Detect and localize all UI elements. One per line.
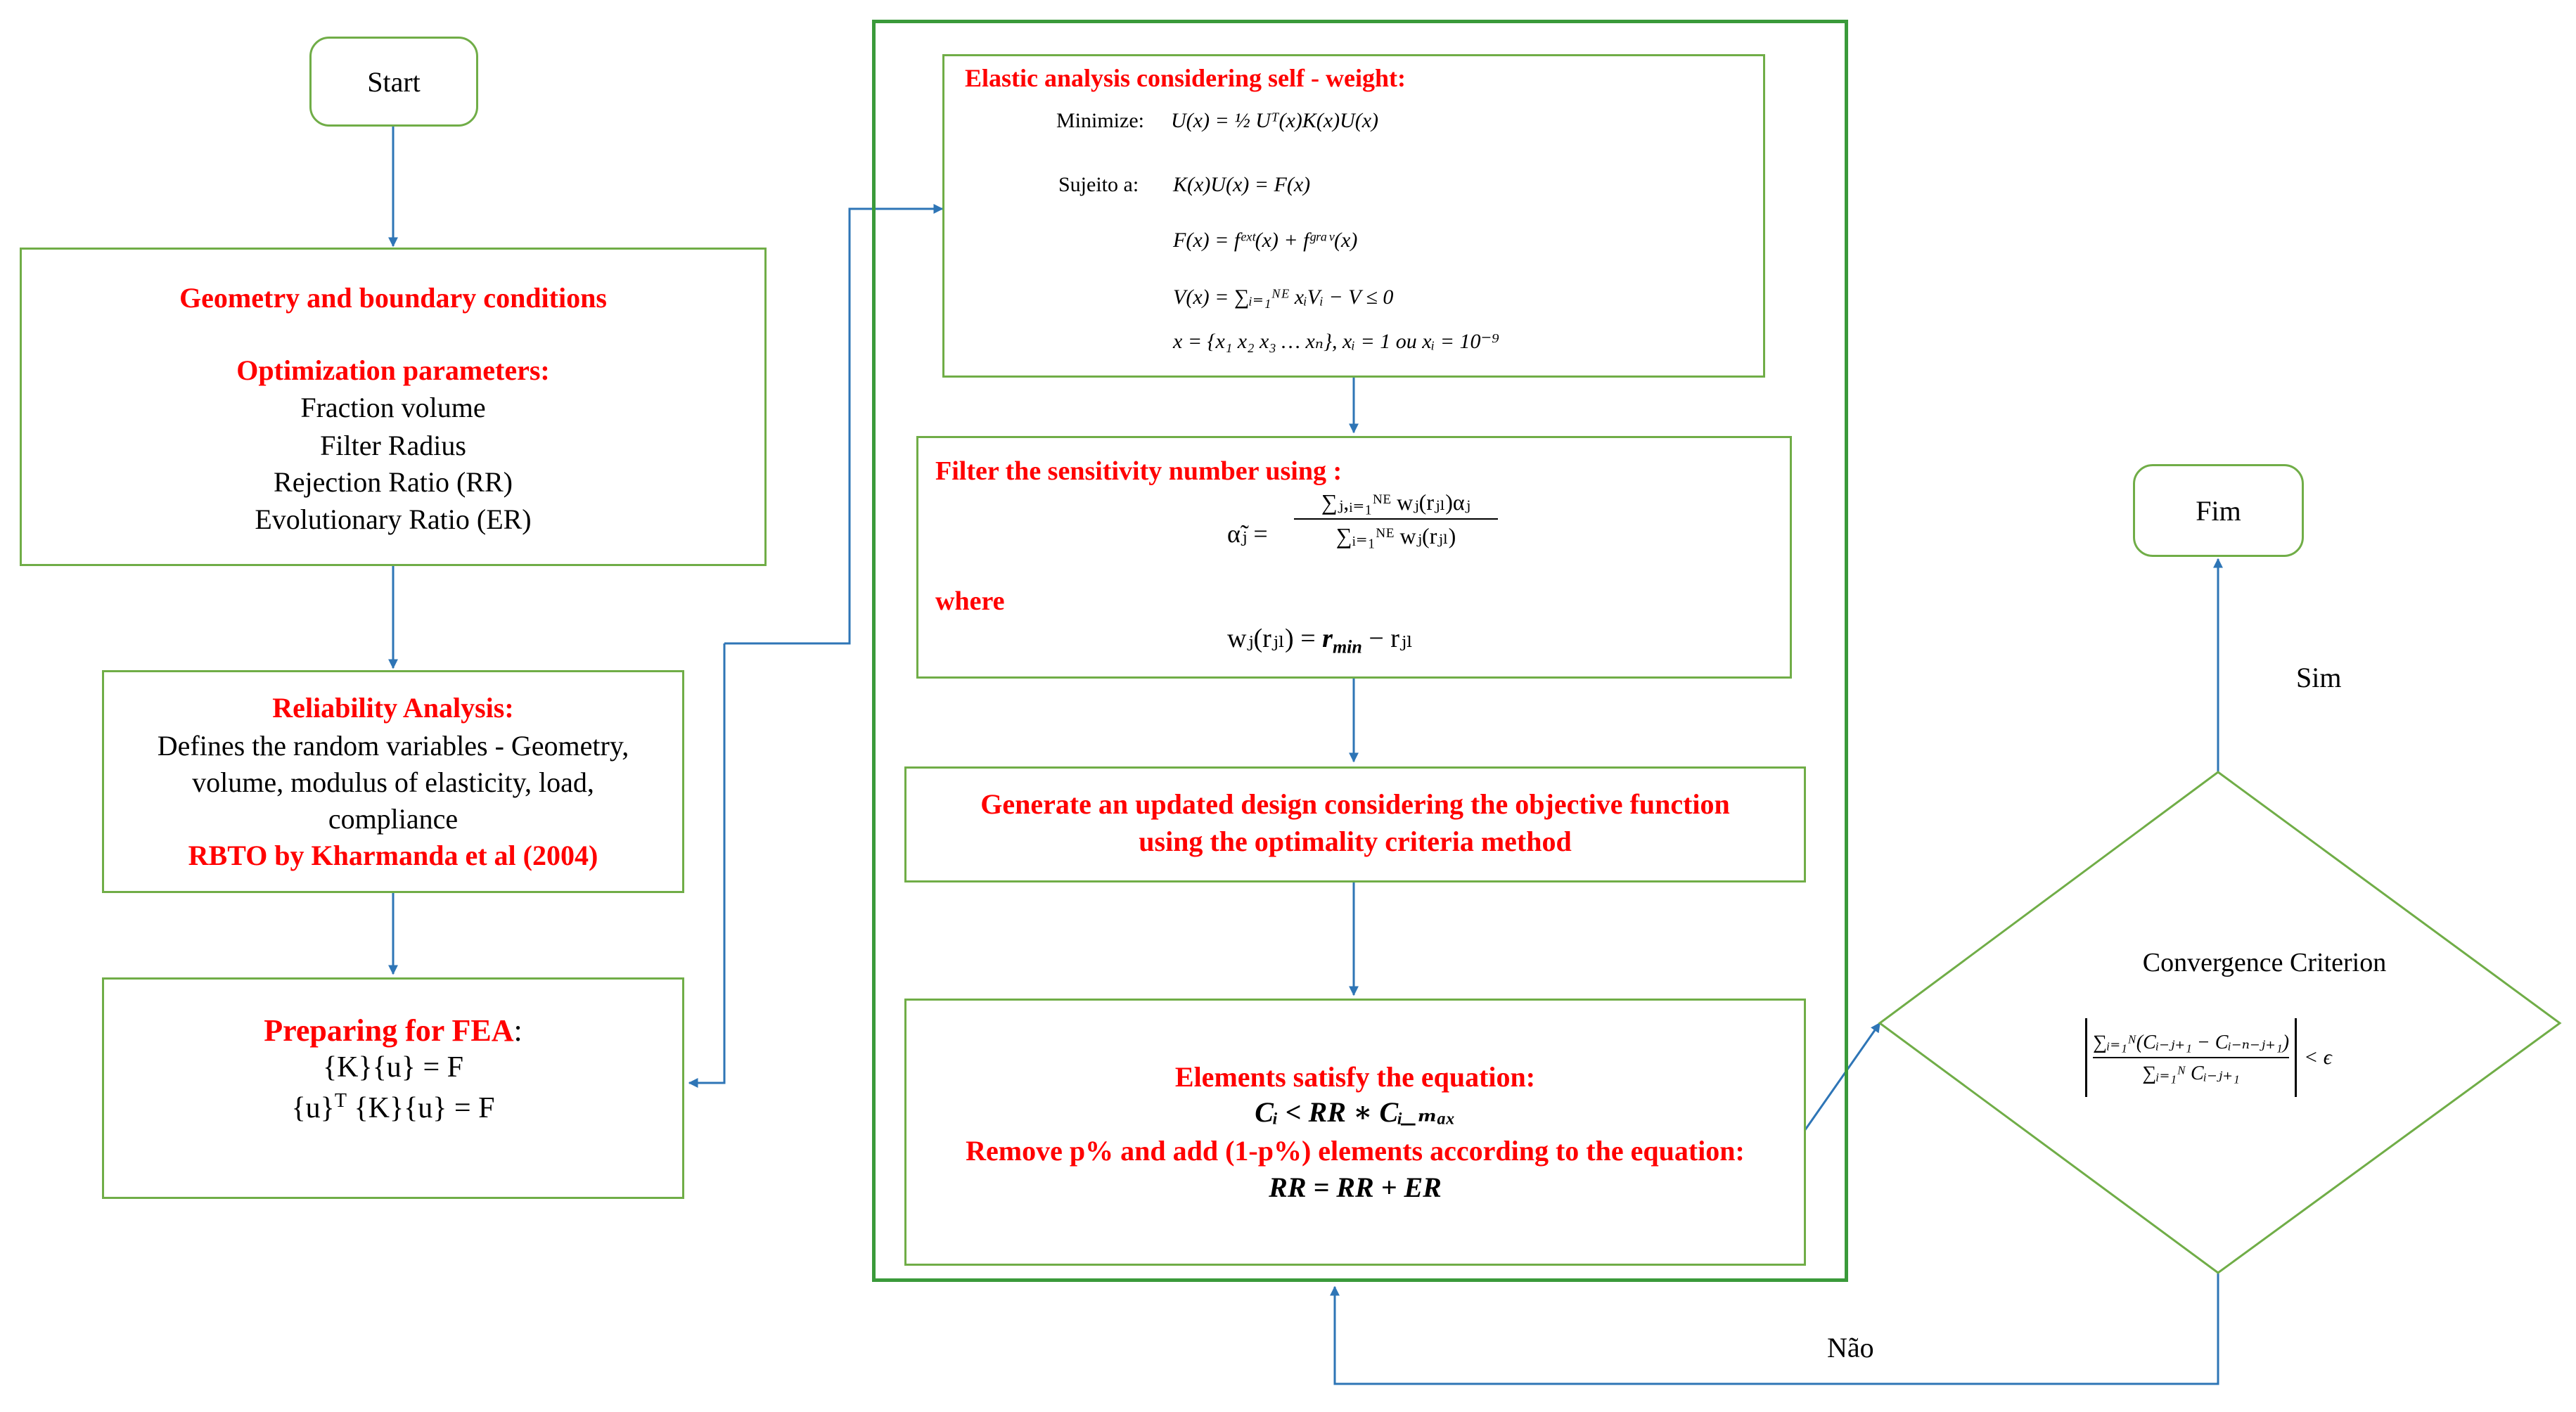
convergence-rhs: < ϵ: [2304, 1046, 2332, 1069]
reliability-box: [102, 670, 684, 893]
param-evolutionary-ratio: Evolutionary Ratio (ER): [255, 503, 532, 535]
fea-title-colon: :: [513, 1013, 523, 1048]
where-label: where: [935, 586, 1005, 616]
reliability-line-3: compliance: [328, 803, 459, 835]
optimization-parameters-title: Optimization parameters:: [236, 354, 550, 386]
elements-inequality: Cᵢ < RR ∗ Cᵢ_ₘₐₓ: [1255, 1096, 1456, 1128]
fea-eq2-part-b: {K}{u} = F: [346, 1092, 495, 1124]
generate-line-2: using the optimality criteria method: [1139, 826, 1572, 857]
filter-title: Filter the sensitivity number using :: [935, 456, 1343, 486]
elements-satisfy-text: Elements satisfy the equation:: [1174, 1061, 1536, 1093]
abs-left-bar: [2085, 1018, 2087, 1097]
fea-equation-1: {K}{u} = F: [322, 1051, 463, 1084]
subject-label: Sujeito a:: [1058, 173, 1139, 196]
fea-box: [102, 977, 684, 1199]
filter-denominator: ∑ᵢ₌₁ᴺᴱ wⱼ(rⱼₗ): [1335, 523, 1456, 548]
convergence-diamond: [1878, 771, 2562, 1274]
weight-eq-rhs: − rⱼₗ: [1361, 624, 1414, 653]
reliability-title: Reliability Analysis:: [272, 692, 514, 724]
yes-label: Sim: [2296, 662, 2342, 693]
constraint-volume: V(x) = ∑ᵢ₌₁ᴺᴱ xᵢVᵢ − V ≤ 0: [1173, 285, 1394, 309]
filter-fraction: ∑ⱼ,ᵢ₌₁ᴺᴱ wⱼ(rⱼₗ)αⱼ ∑ᵢ₌₁ᴺᴱ wⱼ(rⱼₗ): [1294, 489, 1498, 549]
remove-add-text: Remove p% and add (1-p%) elements accord…: [966, 1135, 1745, 1167]
no-label: Não: [1827, 1332, 1874, 1363]
rr-update-equation: RR = RR + ER: [1269, 1172, 1442, 1203]
weight-equation: wⱼ(rⱼₗ) = rmin − rⱼₗ: [1227, 622, 1413, 658]
start-node: Start: [309, 37, 478, 127]
abs-right-bar: [2295, 1018, 2298, 1097]
convergence-numerator: ∑ᵢ₌₁ᴺ(Cᵢ₋ⱼ₊₁ − Cᵢ₋ₙ₋ⱼ₊₁): [2093, 1030, 2290, 1058]
geometry-title: Geometry and boundary conditions: [179, 282, 607, 314]
elastic-analysis-box: [942, 54, 1765, 378]
constraint-force: F(x) = fᵉˣᵗ(x) + fᵍʳᵃᵛ(x): [1173, 229, 1358, 252]
filter-numerator: ∑ⱼ,ᵢ₌₁ᴺᴱ wⱼ(rⱼₗ)αⱼ: [1294, 489, 1498, 520]
convergence-title: Convergence Criterion: [2142, 948, 2387, 977]
generate-design-box: [904, 766, 1806, 882]
param-fraction-volume: Fraction volume: [300, 392, 486, 423]
minimize-label: Minimize:: [1056, 109, 1144, 132]
geometry-box: [20, 248, 767, 566]
fea-equation-2: {u}T {K}{u} = F: [102, 1090, 684, 1125]
elements-removal-box: [904, 999, 1806, 1266]
fea-eq2-superscript: T: [334, 1090, 347, 1112]
convergence-expression: ∑ᵢ₌₁ᴺ(Cᵢ₋ⱼ₊₁ − Cᵢ₋ₙ₋ⱼ₊₁) ∑ᵢ₌₁ᴺ Cᵢ₋ⱼ₊₁ < …: [2085, 1018, 2332, 1097]
param-filter-radius: Filter Radius: [320, 430, 466, 461]
arrow-elements-to-convergence: [1803, 1022, 1881, 1131]
end-node: Fim: [2133, 464, 2304, 557]
weight-eq-min: min: [1332, 636, 1362, 657]
param-rejection-ratio: Rejection Ratio (RR): [274, 466, 513, 498]
weight-eq-r: r: [1322, 624, 1333, 653]
convergence-denominator: ∑ᵢ₌₁ᴺ Cᵢ₋ⱼ₊₁: [2142, 1063, 2240, 1084]
elastic-title: Elastic analysis considering self - weig…: [965, 64, 1406, 92]
generate-line-1: Generate an updated design considering t…: [980, 788, 1730, 820]
constraint-equilibrium: K(x)U(x) = F(x): [1173, 173, 1311, 196]
reliability-line-2: volume, modulus of elasticity, load,: [192, 766, 594, 798]
fea-title: Preparing for FEA:: [102, 1013, 684, 1048]
arrow-loop-to-fea: [688, 643, 726, 1088]
arrow-convergence-nao-loop: [1330, 1273, 2219, 1385]
reliability-line-1: Defines the random variables - Geometry,: [157, 730, 629, 762]
rbto-reference: RBTO by Kharmanda et al (2004): [188, 840, 598, 871]
fea-eq2-part-a: {u}: [291, 1092, 335, 1124]
filter-box: [916, 436, 1792, 679]
filter-lhs: α̃ⱼ =: [1227, 520, 1268, 548]
design-variables: x = {x₁ x₂ x₃ … xₙ}, xᵢ = 1 ou xᵢ = 10⁻⁹: [1173, 330, 1499, 353]
minimize-equation: U(x) = ½ Uᵀ(x)K(x)U(x): [1171, 109, 1379, 132]
optimization-loop-container: [872, 20, 1848, 1282]
weight-eq-lhs: wⱼ(rⱼₗ) =: [1227, 624, 1323, 653]
end-label: Fim: [2196, 494, 2241, 527]
fea-title-text: Preparing for FEA: [264, 1013, 514, 1048]
start-label: Start: [367, 65, 421, 98]
arrow-loop-to-elastic: [724, 204, 944, 645]
convergence-fraction: ∑ᵢ₌₁ᴺ(Cᵢ₋ⱼ₊₁ − Cᵢ₋ₙ₋ⱼ₊₁) ∑ᵢ₌₁ᴺ Cᵢ₋ⱼ₊₁: [2087, 1030, 2295, 1085]
